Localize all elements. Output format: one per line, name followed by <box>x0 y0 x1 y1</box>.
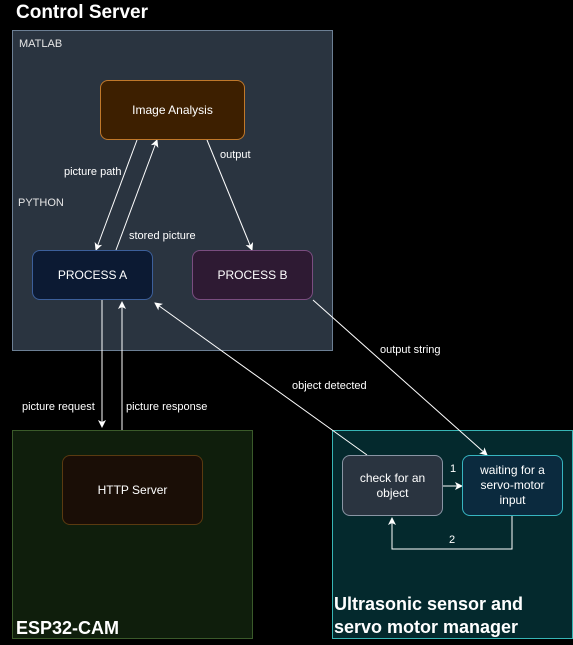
label-object-detected: object detected <box>292 380 367 392</box>
label-output: output <box>220 149 251 161</box>
process-b-node: PROCESS B <box>192 250 313 300</box>
control-server-title: Control Server <box>16 2 148 23</box>
label-picture-path: picture path <box>64 166 122 178</box>
waiting-servo-label: waiting for a servo-motor input <box>480 463 545 507</box>
check-object-label: check for an object <box>359 470 426 500</box>
ultrasonic-manager-title-line1: Ultrasonic sensor and <box>334 594 524 614</box>
edge-object-detected <box>154 302 368 456</box>
process-a-label: PROCESS A <box>57 267 128 282</box>
label-picture-response: picture response <box>126 401 208 413</box>
image-analysis-label: Image Analysis <box>132 102 213 117</box>
python-label: PYTHON <box>18 197 64 209</box>
process-b-label: PROCESS B <box>217 267 288 282</box>
edge-output <box>206 139 254 251</box>
edge-step-2 <box>388 516 513 550</box>
label-output-string: output string <box>380 344 441 356</box>
esp32-cam-container <box>12 430 253 639</box>
image-analysis-node: Image Analysis <box>100 80 245 140</box>
edge-picture-path <box>94 139 138 251</box>
check-object-node: check for an object <box>342 455 443 516</box>
edge-output-string <box>312 299 488 456</box>
label-picture-request: picture request <box>22 401 95 413</box>
label-step-2: 2 <box>449 534 456 546</box>
esp32-cam-title: ESP32-CAM <box>16 618 120 638</box>
http-server-node: HTTP Server <box>62 455 203 525</box>
edge-stored-picture <box>115 139 159 251</box>
matlab-label: MATLAB <box>19 38 63 50</box>
ultrasonic-manager-title-line2: servo motor manager <box>334 617 519 637</box>
process-a-node: PROCESS A <box>32 250 153 300</box>
waiting-servo-node: waiting for a servo-motor input <box>462 455 563 516</box>
label-stored-picture: stored picture <box>129 230 196 242</box>
http-server-label: HTTP Server <box>97 482 168 497</box>
label-step-1: 1 <box>450 463 457 475</box>
